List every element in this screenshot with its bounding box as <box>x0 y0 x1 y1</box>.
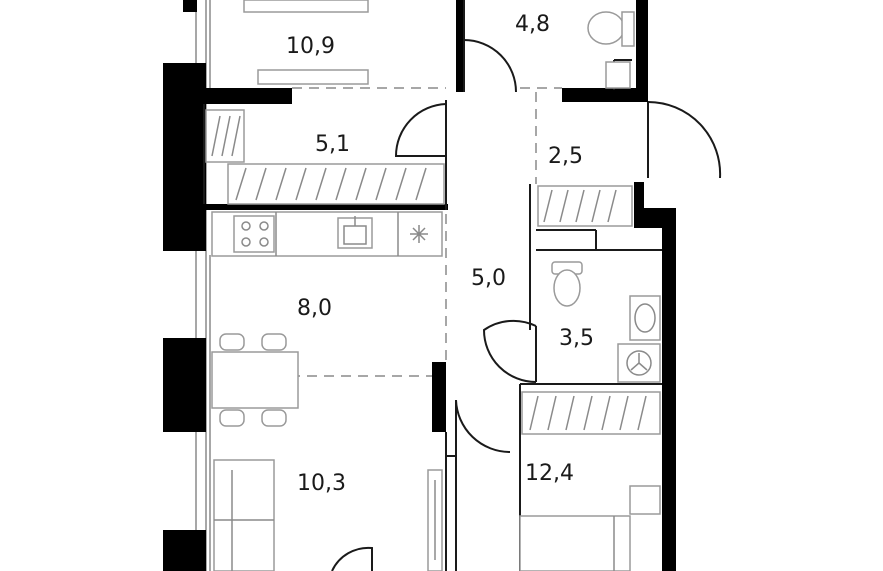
area-label-loggia: 5,1 <box>315 132 350 157</box>
wardrobe-top <box>227 163 445 205</box>
area-label-kitchen: 8,0 <box>297 296 332 321</box>
bed-bedroom <box>519 485 661 571</box>
shower-icon <box>605 61 631 89</box>
kitchen-sink-icon <box>337 216 373 249</box>
room-labels: 10,9 4,8 5,1 2,5 8,0 5,0 3,5 10,3 12,4 <box>286 12 594 496</box>
sofa <box>213 459 275 571</box>
toilet-icon <box>551 261 583 307</box>
fan-icon <box>410 225 428 243</box>
washbasin-icon <box>629 295 661 341</box>
bed-top-left <box>243 0 369 85</box>
area-label-top-left: 10,9 <box>286 34 335 59</box>
wardrobe-hall <box>537 185 633 227</box>
toilet-top-icon <box>587 11 635 47</box>
area-label-bedroom: 12,4 <box>525 461 574 486</box>
dining-table <box>211 333 299 427</box>
wardrobe-bedroom <box>521 391 661 435</box>
interior-walls <box>204 0 676 571</box>
stove-icon <box>233 215 275 253</box>
exterior-wall-left <box>163 0 206 571</box>
area-label-corridor: 5,0 <box>471 266 506 291</box>
area-label-hall-small: 2,5 <box>548 144 583 169</box>
area-label-living: 10,3 <box>297 471 346 496</box>
tv-unit <box>427 469 443 571</box>
area-label-top-bath: 4,8 <box>515 12 550 37</box>
wardrobe-loggia <box>205 109 245 163</box>
door-swings <box>331 39 722 571</box>
area-label-bath: 3,5 <box>559 326 594 351</box>
washing-machine-icon <box>617 343 661 383</box>
